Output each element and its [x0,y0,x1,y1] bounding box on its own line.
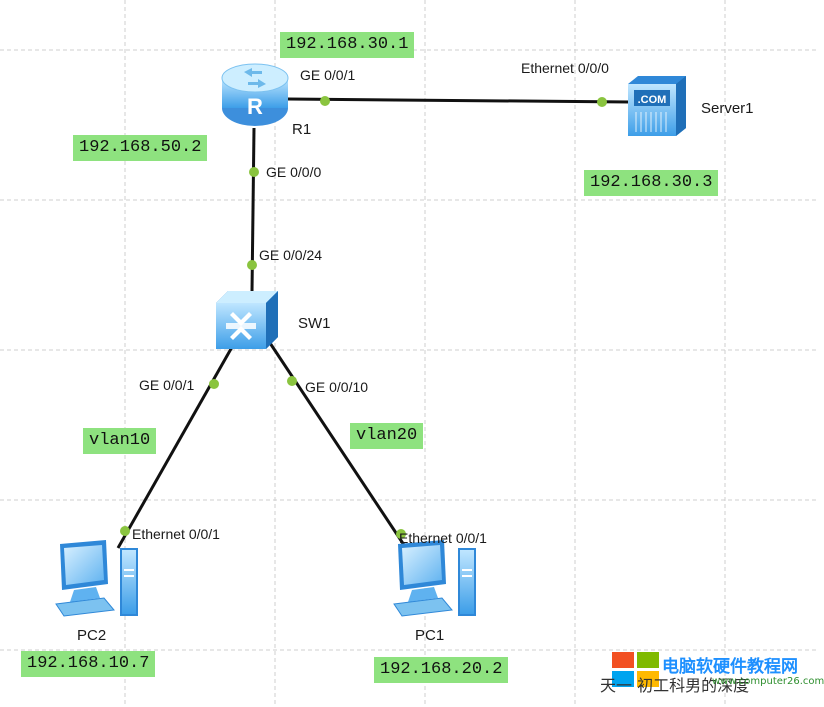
port-label-r1-ge001: GE 0/0/1 [300,67,355,83]
ip-label-pc2: 192.168.10.7 [21,651,156,677]
vlan-label-vlan10: vlan10 [83,428,157,454]
port-label-r1-ge000: GE 0/0/0 [266,164,321,180]
port-dot [209,379,219,389]
vlan-label-vlan20: vlan20 [350,423,424,449]
windows-logo-icon [612,652,659,687]
port-dot [287,376,297,386]
port-label-pc2-eth001: Ethernet 0/0/1 [132,526,220,542]
pc-icon [393,540,476,617]
pc1-name: PC1 [415,627,444,644]
port-label-sw1-ge0010: GE 0/0/10 [305,379,368,395]
switch-icon [216,291,278,349]
port-label-server-eth000: Ethernet 0/0/0 [521,60,609,76]
watermark-subtitle: 天一 初工科男的深度 [600,676,750,695]
port-label-pc1-eth001: Ethernet 0/0/1 [399,530,487,546]
server-name: Server1 [701,100,754,117]
switch-sw1[interactable] [216,291,278,349]
port-dot [597,97,607,107]
link-sw1-pc2[interactable] [116,339,238,549]
pc2-name: PC2 [77,627,106,644]
router-glyph: R [247,94,263,119]
ip-label-r1-switch-side: 192.168.50.2 [73,135,208,161]
pc-icon [55,540,138,617]
server-server1[interactable]: .COM [628,76,686,136]
port-dot [396,529,406,539]
router-icon: R [221,63,289,126]
link-r1-server1[interactable] [287,97,631,104]
pc-pc1[interactable] [393,540,476,617]
server-glyph: .COM [638,94,667,106]
watermark: 电脑软硬件教程网 天一 初工科男的深度 www.computer26.com [600,650,824,700]
watermark-url: www.computer26.com [712,676,824,687]
port-dot [120,526,130,536]
pc-pc2[interactable] [55,540,138,617]
port-dot [249,167,259,177]
ip-label-server1: 192.168.30.3 [584,170,719,196]
router-name: R1 [292,121,311,138]
port-label-sw1-ge001: GE 0/0/1 [139,377,194,393]
ip-label-pc1: 192.168.20.2 [374,657,509,683]
port-dot [247,260,257,270]
port-label-sw1-ge0024: GE 0/0/24 [259,247,322,263]
watermark-title: 电脑软硬件教程网 [662,657,798,677]
switch-name: SW1 [298,315,331,332]
port-dot [320,96,330,106]
ip-label-r1-server-side: 192.168.30.1 [280,32,415,58]
server-icon: .COM [628,76,686,136]
router-r1[interactable]: R [221,63,289,126]
link-sw1-pc1[interactable] [266,339,408,549]
